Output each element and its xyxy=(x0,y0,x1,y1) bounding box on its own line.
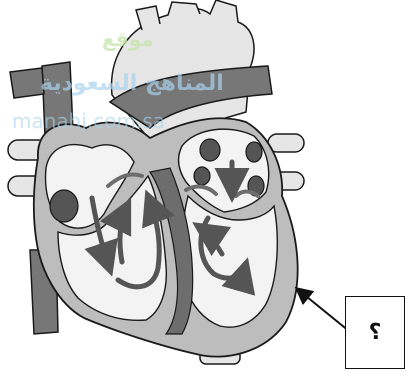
vessel-opening-left-3 xyxy=(194,167,210,185)
vessel-opening-left-2 xyxy=(246,142,262,162)
label-box: ؟ xyxy=(345,296,405,369)
pulmonary-vein-right-upper xyxy=(268,134,304,152)
vessel-opening-left-1 xyxy=(200,139,220,161)
question-mark-label: ؟ xyxy=(369,320,382,345)
superior-vena-cava-branch xyxy=(10,68,44,98)
vessel-opening-right xyxy=(50,190,78,222)
